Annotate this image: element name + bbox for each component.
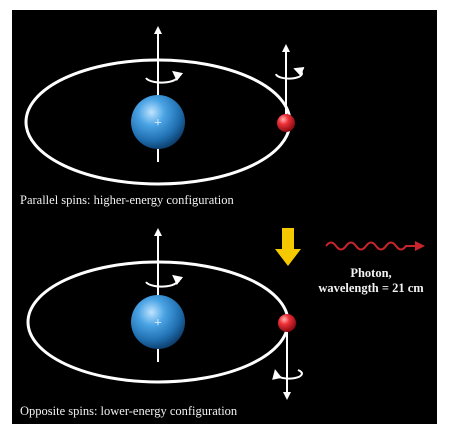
transition-indicator: Photon, wavelength = 21 cm: [275, 228, 425, 295]
photon-label: Photon,: [350, 266, 391, 280]
electron: [278, 314, 296, 332]
proton: [131, 295, 185, 349]
parallel-spins-caption: Parallel spins: higher-energy configurat…: [20, 193, 234, 207]
proton-charge-symbol: +: [154, 116, 162, 131]
proton-rotation-arrow: [145, 274, 184, 288]
transition-down-arrow: [275, 228, 301, 266]
parallel-spins-panel: + Parallel spins: higher-energy configur…: [20, 26, 305, 207]
proton-rotation-arrow: [145, 70, 184, 84]
electron-rotation-arrow: [275, 67, 305, 80]
opposite-spins-panel: + Opposite spins: lower-energy configura…: [20, 228, 303, 418]
electron: [277, 114, 295, 132]
electron-rotation-arrow: [272, 369, 303, 380]
diagram-background: [12, 10, 437, 424]
proton: [131, 95, 185, 149]
opposite-spins-caption: Opposite spins: lower-energy configurati…: [20, 404, 238, 418]
photon-wavelength-label: wavelength = 21 cm: [318, 281, 424, 295]
photon-wave-arrow: [325, 241, 425, 251]
proton-charge-symbol: +: [154, 316, 162, 331]
